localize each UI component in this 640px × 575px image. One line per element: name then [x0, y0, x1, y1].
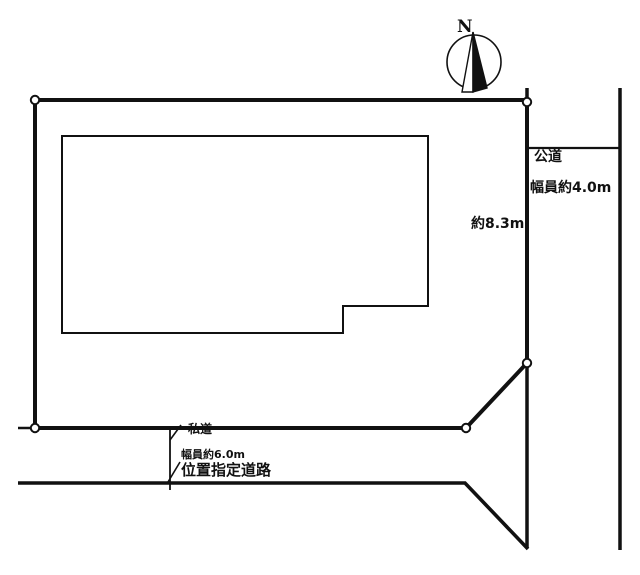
site-boundary-group — [33, 98, 529, 430]
compass-north-label: N — [457, 17, 473, 37]
leader-tick-lower — [167, 461, 181, 483]
site-boundary-outline — [33, 98, 529, 430]
private-road-width-label: 幅員約6.0m — [181, 448, 245, 461]
boundary-marker-se — [460, 422, 472, 434]
boundary-marker-e — [521, 357, 533, 369]
building-footprint-group — [61, 135, 429, 334]
dimension-lines-group — [167, 424, 182, 490]
private-road-lower-edge — [18, 481, 530, 551]
compass-rose-icon — [446, 31, 502, 93]
designated-road-label: 位置指定道路 — [181, 461, 272, 479]
boundary-marker-nw — [29, 94, 41, 106]
private-road-label: 私道 — [188, 422, 213, 436]
leader-tick-upper — [169, 424, 182, 441]
public-road-label: 公道 — [534, 149, 562, 165]
building-outline — [61, 135, 429, 334]
site-depth-label: 約8.3m — [471, 216, 525, 232]
boundary-marker-sw — [29, 422, 41, 434]
boundary-marker-ne — [521, 96, 533, 108]
boundary-markers-group — [29, 94, 533, 434]
public-road-width-label: 幅員約4.0m — [530, 180, 612, 196]
private-road-group — [18, 426, 530, 551]
compass-needle-right-half — [472, 31, 488, 93]
